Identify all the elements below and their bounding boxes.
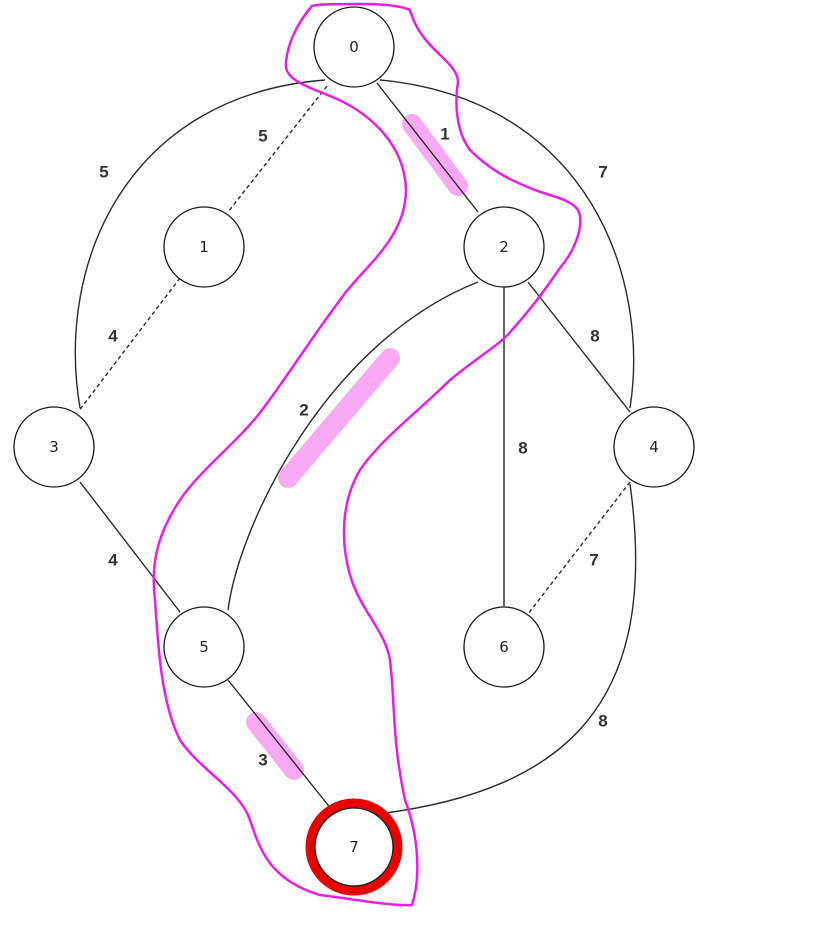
node-5: 5	[163, 606, 245, 688]
edge-labels: 5 5 1 7 4 2 8 8 4 7 8 3	[99, 125, 607, 770]
edge-4-7	[377, 483, 637, 815]
edge-2-5	[227, 281, 479, 611]
edge-label-0-3: 5	[99, 163, 108, 182]
path-highlights	[246, 114, 468, 780]
node-label-4: 4	[649, 438, 659, 456]
edge-label-2-6: 8	[518, 439, 527, 458]
edge-0-1	[227, 85, 328, 213]
edge-0-3	[74, 79, 326, 409]
edge-1-3	[77, 277, 181, 413]
node-label-7: 7	[349, 838, 359, 856]
node-4: 4	[613, 406, 695, 488]
edge-label-5-7: 3	[258, 751, 267, 770]
edge-5-7	[227, 679, 333, 811]
edge-4-6	[527, 481, 631, 615]
node-label-1: 1	[199, 238, 209, 256]
edge-2-4	[527, 281, 631, 413]
edge-label-1-3: 4	[108, 327, 118, 346]
edge-0-2	[376, 82, 479, 213]
edge-label-2-4: 8	[590, 327, 599, 346]
nodes: 0 1 2 3 4 5 6 7	[13, 6, 695, 896]
edges	[74, 79, 637, 815]
node-label-3: 3	[49, 438, 59, 456]
node-6: 6	[463, 606, 545, 688]
node-0: 0	[313, 6, 395, 88]
target-ring	[305, 798, 403, 896]
node-1: 1	[163, 206, 245, 288]
edge-label-3-5: 4	[108, 551, 118, 570]
edge-0-4	[379, 79, 635, 409]
edge-label-2-5: 2	[299, 401, 308, 420]
node-label-0: 0	[349, 38, 359, 56]
node-label-5: 5	[199, 638, 209, 656]
node-label-2: 2	[499, 238, 509, 256]
node-2: 2	[463, 206, 545, 288]
highlight-edge-5-7	[246, 712, 304, 780]
node-label-6: 6	[499, 638, 509, 656]
highlight-edge-2-5	[278, 348, 400, 488]
edge-label-0-2: 1	[440, 125, 449, 144]
edge-label-4-7: 8	[598, 712, 607, 731]
edge-label-0-4: 7	[598, 163, 607, 182]
edge-3-5	[79, 481, 181, 613]
edge-label-4-6: 7	[589, 551, 598, 570]
edge-label-0-1: 5	[258, 127, 267, 146]
node-3: 3	[13, 406, 95, 488]
lasso-annotation	[152, 2, 582, 907]
node-7: 7	[305, 798, 403, 896]
